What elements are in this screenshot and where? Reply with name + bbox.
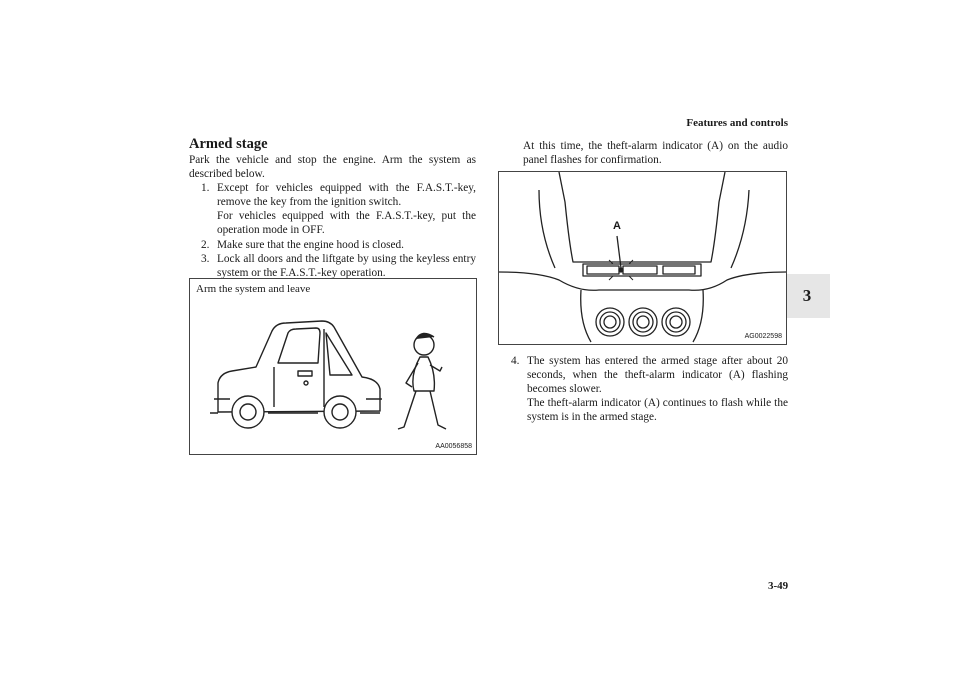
audio-panel-illustration <box>499 172 786 343</box>
step-text: Lock all doors and the liftgate by using… <box>217 252 476 279</box>
step-text: The theft-alarm indicator (A) continues … <box>527 397 788 424</box>
step-2: 2. Make sure that the engine hood is clo… <box>201 238 476 252</box>
chapter-tab: 3 <box>784 274 830 318</box>
arm-system-figure: Arm the system and leave <box>189 278 477 455</box>
step-text: For vehicles equipped with the F.A.S.T.-… <box>217 210 476 237</box>
audio-panel-figure: A AG0022598 <box>498 171 787 345</box>
page-number: 3-49 <box>768 580 789 592</box>
step-1: 1. Except for vehicles equipped with the… <box>201 181 476 237</box>
car-and-person-illustration <box>210 320 447 430</box>
intro-paragraph: Park the vehicle and stop the engine. Ar… <box>189 154 476 181</box>
step-text: The system has entered the armed stage a… <box>527 355 788 396</box>
right-text: 4. The system has entered the armed stag… <box>511 354 788 424</box>
step-number: 4. <box>511 355 520 367</box>
step-3: 3. Lock all doors and the liftgate by us… <box>201 252 476 280</box>
left-text: Park the vehicle and stop the engine. Ar… <box>189 153 476 280</box>
step-text: Except for vehicles equipped with the F.… <box>217 182 476 209</box>
right-intro: At this time, the theft-alarm indicator … <box>523 140 788 167</box>
section-header: Features and controls <box>686 117 788 129</box>
figure-code: AG0022598 <box>744 333 782 340</box>
step-number: 3. <box>201 252 210 265</box>
step-4: 4. The system has entered the armed stag… <box>511 354 788 424</box>
step-number: 2. <box>201 238 210 251</box>
step-text: Make sure that the engine hood is closed… <box>217 238 404 251</box>
figure-code: AA0056858 <box>435 443 472 450</box>
figure-caption: Arm the system and leave <box>196 283 311 295</box>
chapter-number: 3 <box>802 286 812 305</box>
section-heading: Armed stage <box>189 136 268 152</box>
step-number: 1. <box>201 182 210 195</box>
callout-label: A <box>613 220 621 232</box>
